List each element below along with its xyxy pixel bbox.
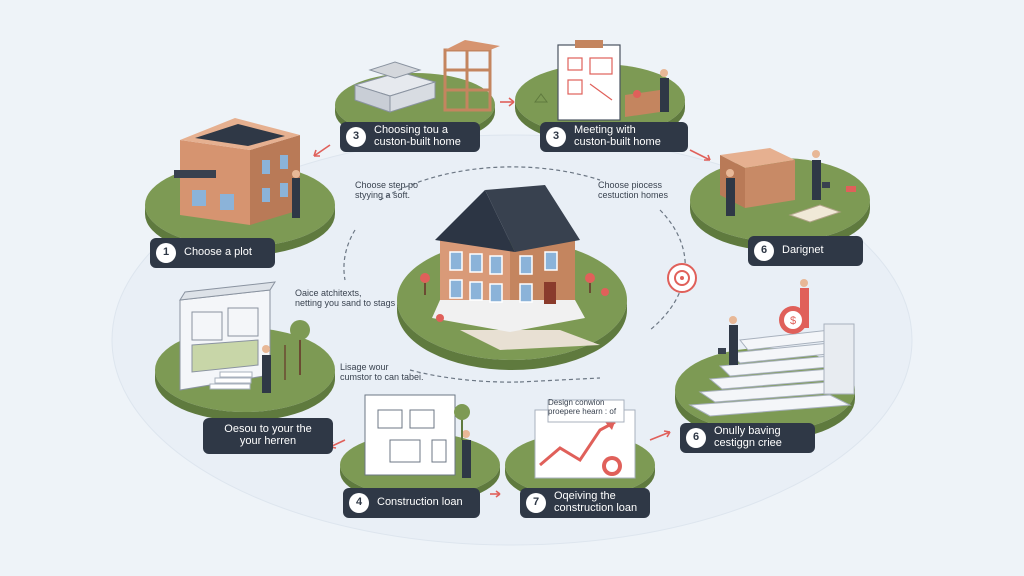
- target-icon: [667, 263, 697, 293]
- note-top-left: Choose step po styying a soft.: [355, 180, 419, 201]
- note-design: Design conwion proepere hearn : of: [548, 398, 617, 417]
- scene-plot: [145, 118, 335, 256]
- step-number-badge: 3: [546, 127, 566, 147]
- step-text: Choose a plot: [184, 246, 252, 259]
- step-number-badge: 4: [349, 493, 369, 513]
- note-lower-left: Lisage wour cumstor to can tabei.: [340, 362, 424, 383]
- step-label-designer: 6 Darignet: [748, 236, 863, 266]
- step-label-receiving-loan: 7 Oqeiving the construction loan: [520, 488, 650, 518]
- step-label-meeting: 3 Meeting with custon-built home: [540, 122, 688, 152]
- step-label-choosing-home: 3 Choosing tou a custon-built home: [340, 122, 480, 152]
- step-text: Onully baving cestiggn criee: [714, 425, 782, 449]
- step-number-badge: 3: [346, 127, 366, 147]
- step-number-badge: 1: [156, 243, 176, 263]
- step-text: Oesou to your the your herren: [224, 423, 312, 447]
- step-label-construction-loan: 4 Construction loan: [343, 488, 480, 518]
- step-label-choose-plot: 1 Choose a plot: [150, 238, 275, 268]
- note-mid-left: Oaice atchitexts, netting you sand to st…: [295, 288, 396, 309]
- step-number-badge: 6: [754, 241, 774, 261]
- step-label-move-in: Oesou to your the your herren: [203, 418, 333, 454]
- step-text: Construction loan: [377, 496, 463, 509]
- center-house: [397, 185, 627, 370]
- step-text: Choosing tou a custon-built home: [374, 124, 461, 148]
- dashed-path-bottom: [409, 369, 521, 383]
- step-text: Oqeiving the construction loan: [554, 490, 638, 514]
- svg-text:$: $: [790, 315, 796, 327]
- step-number-badge: 6: [686, 428, 706, 448]
- step-label-design-price: 6 Onully baving cestiggn criee: [680, 423, 815, 453]
- step-text: Meeting with custon-built home: [574, 124, 661, 148]
- step-number-badge: 7: [526, 493, 546, 513]
- step-text: Darignet: [782, 244, 824, 257]
- note-top-right: Choose piocess cestuction homes: [598, 180, 669, 201]
- scene-move-in: [155, 281, 335, 421]
